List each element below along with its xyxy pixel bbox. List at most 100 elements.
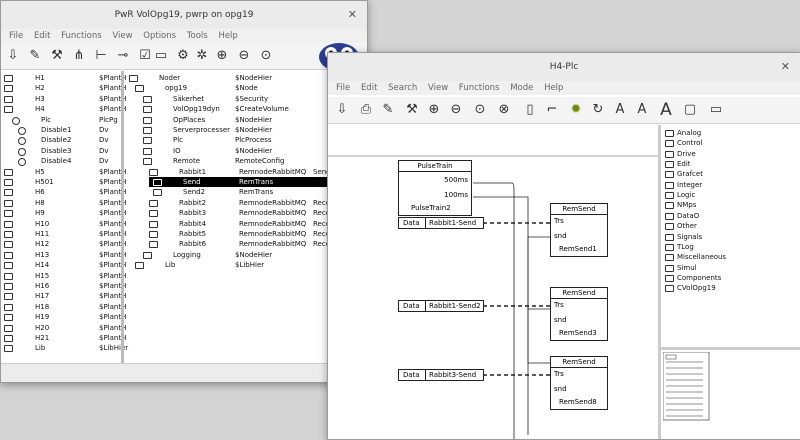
star-icon[interactable]: ✹ [570, 102, 582, 117]
menu-edit[interactable]: Edit [360, 83, 378, 93]
node-tree-row[interactable]: VolOpg19dyn$CreateVolume [125, 104, 367, 114]
plant-tree-row[interactable]: H4$PlantH [1, 104, 126, 114]
folder-icon[interactable] [143, 127, 152, 134]
folder-icon[interactable] [4, 199, 13, 207]
node-tree-row[interactable]: Serverprocesser$NodeHier [125, 125, 367, 135]
edit-pencil-icon[interactable]: ✎ [382, 102, 394, 117]
folder-icon[interactable] [4, 231, 13, 238]
folder-icon[interactable] [4, 303, 13, 311]
plant-tree-row[interactable]: H17$PlantH [1, 291, 126, 301]
display-icon[interactable]: ▭ [154, 48, 168, 63]
frame-icon[interactable]: ▢ [683, 102, 697, 117]
folder-icon[interactable] [143, 158, 152, 166]
text-large-icon[interactable]: A [660, 100, 672, 120]
folder-icon[interactable] [149, 231, 158, 238]
plant-tree-row[interactable]: H9$PlantH [1, 208, 126, 218]
folder-icon[interactable] [149, 168, 158, 176]
plant-tree-row[interactable]: H21$PlantH [1, 333, 126, 343]
folder-icon[interactable] [4, 179, 13, 186]
tool-icon[interactable]: ⚒ [406, 102, 418, 117]
zoom-out-icon[interactable]: ⊖ [238, 48, 250, 63]
data-object-1[interactable]: Data Rabbit1-Send [398, 217, 484, 229]
folder-icon[interactable] [143, 106, 152, 114]
plant-tree-row[interactable]: H501$PlantH [1, 177, 126, 187]
folder-icon[interactable] [143, 147, 152, 155]
link-icon[interactable]: ⊸ [117, 48, 129, 63]
plant-tree-row[interactable]: H2$PlantH [1, 83, 126, 93]
object-icon[interactable] [12, 116, 20, 125]
redo-icon[interactable]: ↻ [592, 102, 604, 117]
plant-tree-row[interactable]: H18$PlantH [1, 302, 126, 312]
folder-icon[interactable] [4, 75, 13, 82]
folder-icon[interactable] [4, 283, 13, 290]
object-icon[interactable] [18, 137, 26, 146]
data-object-2[interactable]: Data Rabbit1-Send2 [398, 300, 484, 312]
folder-icon[interactable] [143, 116, 152, 124]
connection-icon[interactable]: ⌐ [546, 102, 558, 117]
node-tree-row[interactable]: Lib$LibHier [125, 260, 367, 270]
folder-icon[interactable] [149, 210, 158, 218]
folder-icon[interactable] [149, 199, 158, 207]
plant-tree-row[interactable]: H13$PlantH [1, 250, 126, 260]
import-icon[interactable]: ⇩ [336, 102, 348, 117]
object-icon[interactable] [18, 158, 26, 167]
folder-icon[interactable] [4, 262, 13, 270]
zoom-fit-icon[interactable]: ⊗ [498, 102, 510, 117]
plant-tree-row[interactable]: H3$PlantH [1, 94, 126, 104]
edit-pencil-icon[interactable]: ✎ [29, 48, 41, 63]
folder-icon[interactable] [149, 220, 158, 228]
menu-view[interactable]: View [428, 83, 449, 93]
folder-icon[interactable] [4, 210, 13, 218]
menu-functions[interactable]: Functions [458, 83, 500, 93]
menu-view[interactable]: View [112, 31, 133, 41]
remsend-block-2[interactable]: RemSend Trs snd RemSend3 [550, 287, 608, 341]
text-icon[interactable]: A [637, 102, 647, 117]
plant-tree-row[interactable]: H15$PlantH [1, 271, 126, 281]
folder-icon[interactable] [4, 241, 13, 249]
folder-icon[interactable] [153, 179, 162, 186]
menu-functions[interactable]: Functions [61, 31, 102, 41]
tree-icon[interactable]: ⋔ [73, 48, 85, 63]
tool-icon[interactable]: ⚒ [51, 48, 63, 63]
plc-canvas[interactable] [328, 125, 658, 439]
close-icon[interactable]: ✕ [780, 60, 790, 73]
pulsetrain-block[interactable]: PulseTrain 500ms 100ms PulseTrain2 [398, 160, 472, 216]
plant-tree-row[interactable]: H10$PlantH [1, 219, 126, 229]
import-icon[interactable]: ⇩ [7, 48, 19, 63]
folder-icon[interactable] [4, 220, 13, 228]
plant-tree-row[interactable]: H6$PlantH [1, 187, 126, 197]
plc-titlebar[interactable]: H4-Plc ✕ [328, 53, 800, 82]
menu-edit[interactable]: Edit [33, 31, 51, 41]
folder-icon[interactable] [4, 85, 13, 93]
remsend-block-3[interactable]: RemSend Trs snd RemSend8 [550, 356, 608, 410]
folder-icon[interactable] [4, 335, 13, 342]
plant-tree-row[interactable]: H12$PlantH [1, 239, 126, 249]
folder-icon[interactable] [4, 324, 13, 332]
window-icon[interactable]: ▭ [709, 102, 723, 117]
folder-icon[interactable] [4, 345, 13, 353]
node-tree-row[interactable]: opg19$Node [125, 83, 367, 93]
folder-icon[interactable] [143, 251, 152, 259]
navigation-minimap[interactable] [661, 350, 800, 439]
menu-help[interactable]: Help [218, 31, 238, 41]
data-object-3[interactable]: Data Rabbit3-Send [398, 369, 484, 381]
close-icon[interactable]: ✕ [347, 8, 357, 21]
node-tree-row[interactable]: IO$NodeHier [125, 146, 367, 156]
plant-tree-row[interactable]: H14$PlantH [1, 260, 126, 270]
node-tree-row[interactable]: Noder$NodeHier [125, 73, 367, 83]
zoom-reset-icon[interactable]: ⊙ [474, 102, 486, 117]
menu-help[interactable]: Help [544, 83, 564, 93]
folder-icon[interactable] [143, 95, 152, 103]
